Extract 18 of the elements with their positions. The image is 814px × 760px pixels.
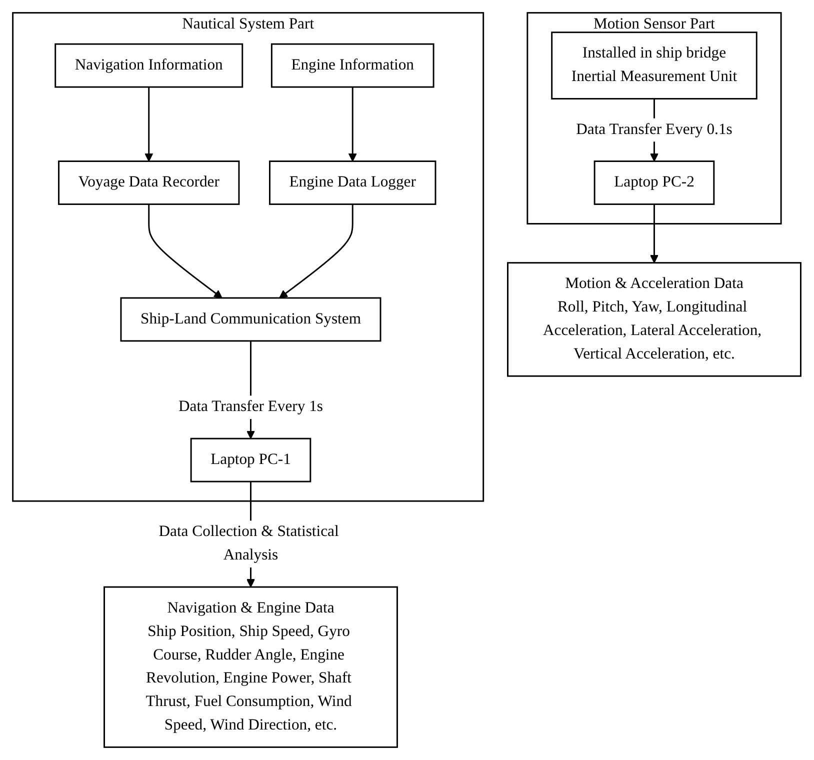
node-box: Navigation Information xyxy=(54,43,244,88)
arrow xyxy=(348,87,358,162)
node-box: Ship-Land Communication System xyxy=(120,297,382,342)
arrow xyxy=(144,87,154,162)
node-box: Laptop PC-2 xyxy=(594,160,715,205)
node-box: Engine Information xyxy=(271,43,434,88)
arrow xyxy=(279,204,354,298)
node-box: Engine Data Logger xyxy=(269,160,436,205)
edge-label: Data Transfer Every 1s xyxy=(178,398,324,416)
arrow xyxy=(148,204,223,298)
node-box: Voyage Data Recorder xyxy=(58,160,240,205)
node-box: Laptop PC-1 xyxy=(190,438,312,482)
node-box: Navigation & Engine Data Ship Position, Ship Speed, Gyro Course, Rudder Angle, Engine Revolution, Engine Power, Shaft Thrust, Fuel Consumption, Wind Speed, Wind Direction, etc. xyxy=(104,586,398,748)
arrow xyxy=(650,204,659,264)
node-box: Installed in ship bridge Inertial Measurement Unit xyxy=(551,32,758,100)
node-box: Motion & Acceleration Data Roll, Pitch, Yaw, Longitudinal Acceleration, Lateral Acceleration, Vertical Acceleration, etc. xyxy=(507,262,802,377)
edge-label: Data Collection & Statistical Analysis xyxy=(158,524,340,564)
edge-label: Data Transfer Every 0.1s xyxy=(576,121,733,138)
